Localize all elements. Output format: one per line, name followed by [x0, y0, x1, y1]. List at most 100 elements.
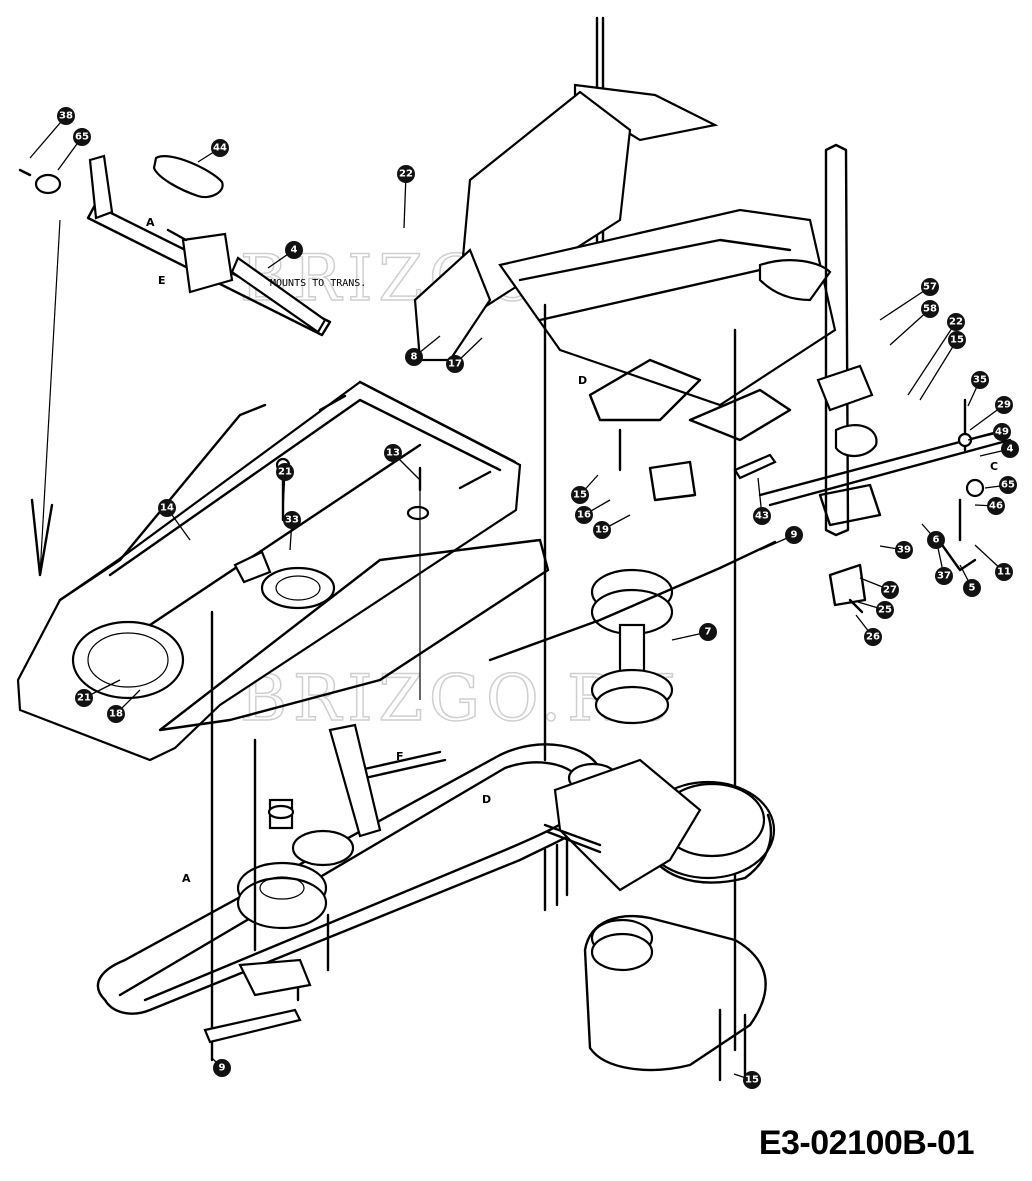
- label-e: E: [158, 274, 166, 287]
- callout-c6: 8: [405, 335, 441, 366]
- callout-number: 14: [160, 503, 174, 514]
- label-d-deck: D: [482, 793, 491, 806]
- callout-number: 49: [995, 427, 1009, 438]
- callout-number: 9: [219, 1063, 226, 1074]
- callout-number: 25: [878, 605, 892, 616]
- callout-bubble: [927, 531, 945, 549]
- callout-bubble: [107, 705, 125, 723]
- letter-labels: A A C D D E F MOUNTS TO TRANS.: [146, 216, 998, 885]
- callout-number: 8: [411, 352, 418, 363]
- callout-bubble: [947, 313, 965, 331]
- brake-pedal-assembly: [18, 154, 332, 577]
- callout-c26: 27: [859, 577, 899, 599]
- callout-c18: 35: [967, 371, 989, 407]
- callout-number: 4: [291, 245, 298, 256]
- callout-c14: 14: [158, 499, 191, 541]
- callout-c19: 29: [969, 396, 1013, 431]
- mounts-to-trans-note: MOUNTS TO TRANS.: [270, 278, 366, 289]
- callout-number: 37: [937, 571, 951, 582]
- callout-bubble: [864, 628, 882, 646]
- callout-bubble: [571, 486, 589, 504]
- callout-c35: 15: [571, 474, 599, 504]
- clutch-linkage: [758, 398, 1012, 614]
- callout-bubble: [446, 355, 464, 373]
- callout-bubble: [948, 331, 966, 349]
- callout-bubble: [158, 499, 176, 517]
- callout-bubble: [876, 601, 894, 619]
- callout-number: 44: [213, 143, 227, 154]
- callout-bubble: [213, 1059, 231, 1077]
- callout-number: 6: [933, 535, 940, 546]
- callout-number: 22: [949, 317, 963, 328]
- callout-bubble: [73, 128, 91, 146]
- callout-number: 9: [791, 530, 798, 541]
- callout-c36: 16: [575, 499, 611, 524]
- callout-c39: 9: [211, 1057, 231, 1077]
- callout-c38: 15: [733, 1071, 761, 1089]
- callout-leader: [919, 339, 958, 401]
- callout-bubble: [995, 396, 1013, 414]
- drawing-code: E3-02100B-01: [758, 1124, 975, 1162]
- callout-number: 38: [59, 111, 73, 122]
- callout-c15: 33: [283, 511, 301, 551]
- callout-bubble: [921, 278, 939, 296]
- callout-number: 11: [997, 567, 1011, 578]
- callout-c28: 26: [855, 614, 882, 646]
- callout-number: 29: [997, 400, 1011, 411]
- label-d-frame: D: [578, 374, 587, 387]
- callout-c16: 21: [75, 679, 121, 707]
- callout-number: 35: [973, 375, 987, 386]
- callout-number: 5: [969, 583, 976, 594]
- callout-bubble: [384, 444, 402, 462]
- label-f: F: [396, 750, 404, 763]
- callout-bubble: [575, 506, 593, 524]
- callout-bubble: [895, 541, 913, 559]
- callout-c17: 18: [107, 689, 141, 723]
- callout-bubble: [211, 139, 229, 157]
- callout-c27: 25: [857, 601, 894, 619]
- label-a-pedal: A: [146, 216, 155, 229]
- callout-bubble: [881, 581, 899, 599]
- callout-number: 18: [109, 709, 123, 720]
- callout-number: 21: [77, 693, 91, 704]
- callout-bubble: [753, 507, 771, 525]
- callout-number: 33: [285, 515, 299, 526]
- callout-bubble: [57, 107, 75, 125]
- callout-bubble: [1001, 440, 1019, 458]
- callout-bubble: [285, 241, 303, 259]
- callout-bubble: [999, 476, 1017, 494]
- callout-number: 26: [866, 632, 880, 643]
- callout-c32: 43: [753, 477, 771, 525]
- callout-c37: 19: [593, 514, 631, 539]
- callout-bubble: [743, 1071, 761, 1089]
- callout-number: 65: [1001, 480, 1015, 491]
- callout-number: 39: [897, 545, 911, 556]
- callout-c2: 65: [57, 128, 91, 171]
- callout-number: 21: [278, 467, 292, 478]
- callout-bubble: [276, 463, 294, 481]
- callout-bubble: [75, 689, 93, 707]
- callout-bubble: [963, 579, 981, 597]
- callout-c9: 58: [889, 300, 939, 346]
- callout-number: 7: [705, 627, 712, 638]
- callout-number: 15: [573, 490, 587, 501]
- callout-number: 4: [1007, 444, 1014, 455]
- callout-c29: 37: [935, 547, 953, 585]
- callout-layer: 3865444228175758221521131433211835294946…: [29, 107, 1019, 1089]
- callout-c34: 7: [671, 623, 717, 641]
- callout-number: 19: [595, 525, 609, 536]
- callout-bubble: [921, 300, 939, 318]
- callout-number: 17: [448, 359, 462, 370]
- callout-bubble: [699, 623, 717, 641]
- callout-c33: 9: [759, 526, 803, 551]
- callout-bubble: [397, 165, 415, 183]
- callout-c21: 4: [979, 440, 1019, 458]
- callout-bubble: [593, 521, 611, 539]
- callout-bubble: [405, 348, 423, 366]
- callout-number: 15: [950, 335, 964, 346]
- callout-c4: 4: [267, 241, 303, 269]
- callout-c24: 11: [974, 544, 1013, 581]
- callout-bubble: [283, 511, 301, 529]
- callout-bubble: [971, 371, 989, 389]
- callout-leader: [403, 173, 407, 229]
